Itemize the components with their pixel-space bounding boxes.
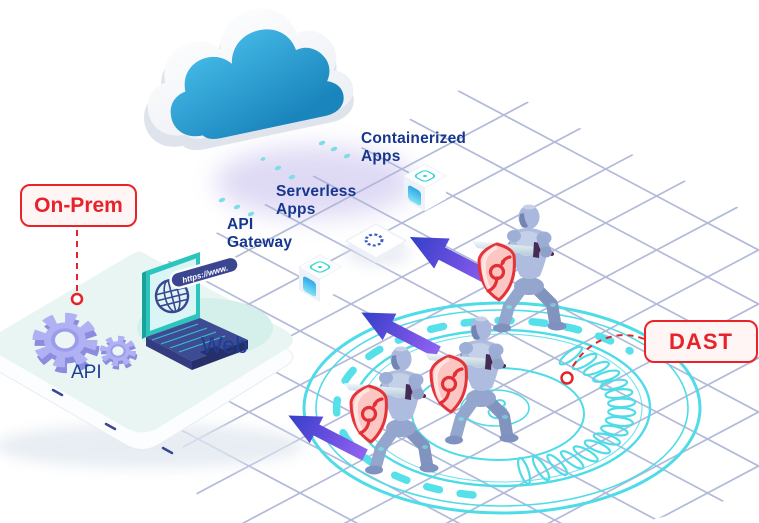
callout-connectors [70,230,645,385]
label-containerized-apps: Containerized Apps [361,130,467,165]
gear-tile-icon [345,223,410,265]
label-api-gateway: API Gateway [227,216,293,251]
radar-tick-ring [332,316,634,499]
cloud-shadow [215,146,415,218]
web-globe-icon [154,278,190,314]
on-prem-callout: On-Prem [20,184,137,227]
shield-knight-icon [472,205,567,333]
cloud-icon [127,0,358,161]
on-prem-label: On-Prem [34,193,123,217]
laptop-browser-icon: https://www. [137,252,273,370]
dast-callout: DAST [644,320,758,363]
container-cube-icon [403,163,447,212]
label-serverless-apps: Serverless Apps [276,183,357,218]
dast-label: DAST [669,328,733,354]
label-api: API [71,362,102,383]
cloud-dotted-trails [218,140,351,217]
label-web: Web [201,332,248,358]
radar-scan-icon [302,301,702,515]
radar-coil [517,345,637,485]
